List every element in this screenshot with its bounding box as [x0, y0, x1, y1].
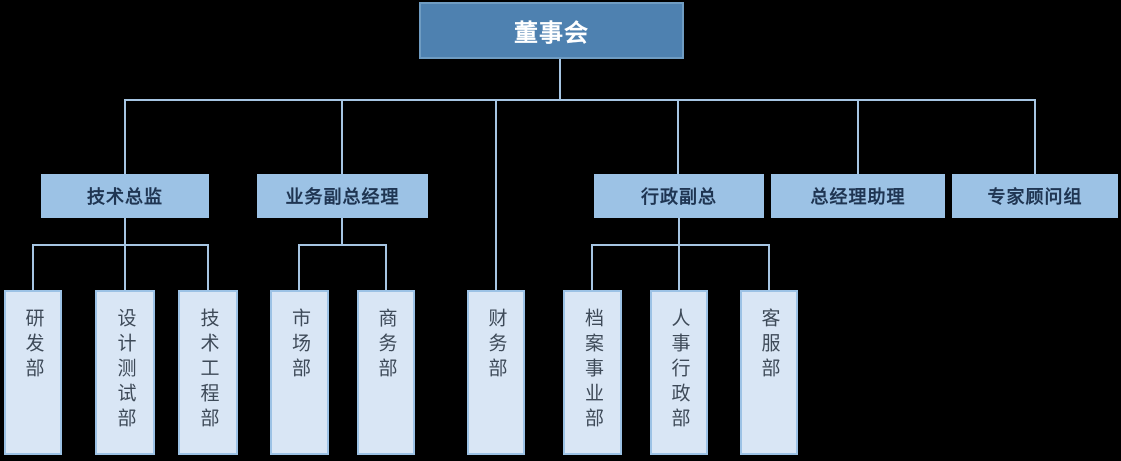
org-node-hr-admin-dept: 人事行政部: [650, 290, 708, 455]
org-node-gm-assistant: 总经理助理: [771, 174, 945, 218]
org-node-label: 市场部: [289, 308, 310, 383]
connector-line: [124, 100, 126, 174]
connector-line: [678, 218, 680, 290]
org-node-label: 财务部: [485, 308, 507, 383]
connector-line: [559, 59, 561, 100]
connector-line: [768, 245, 770, 290]
org-node-commerce-dept: 商务部: [357, 290, 415, 455]
org-node-design-test-dept: 设计测试部: [95, 290, 155, 455]
connector-line: [124, 218, 126, 290]
org-node-finance-dept: 财务部: [467, 290, 525, 455]
org-node-expert-advisors: 专家顾问组: [952, 174, 1118, 218]
connector-line: [385, 245, 387, 290]
connector-line: [32, 245, 34, 290]
connector-line: [857, 100, 859, 174]
connector-line: [298, 245, 300, 290]
org-node-label: 行政副总: [641, 187, 717, 207]
org-node-label: 商务部: [375, 308, 397, 383]
connector-line: [341, 218, 343, 246]
org-node-label: 技术工程部: [197, 308, 219, 433]
connector-line: [124, 99, 1036, 101]
org-node-label: 人事行政部: [668, 308, 690, 433]
org-node-label: 档案事业部: [582, 308, 603, 433]
connector-line: [495, 100, 497, 290]
org-node-label: 客服部: [758, 308, 780, 383]
org-node-label: 业务副总经理: [285, 187, 400, 207]
org-node-label: 总经理助理: [810, 187, 906, 207]
org-node-label: 董事会: [514, 20, 589, 47]
connector-line: [677, 100, 679, 174]
org-node-board: 董事会: [419, 2, 684, 59]
org-node-marketing-dept: 市场部: [270, 290, 329, 455]
org-node-tech-engineering-dept: 技术工程部: [178, 290, 238, 455]
connector-line: [591, 245, 593, 290]
org-node-tech-director: 技术总监: [41, 174, 209, 218]
org-node-archives-dept: 档案事业部: [563, 290, 622, 455]
connector-line: [207, 245, 209, 290]
org-node-label: 技术总监: [87, 187, 163, 207]
org-node-customer-service-dept: 客服部: [740, 290, 798, 455]
connector-line: [32, 244, 209, 246]
org-node-rnd-dept: 研发部: [4, 290, 62, 455]
org-node-label: 设计测试部: [114, 308, 136, 433]
org-node-label: 专家顾问组: [987, 187, 1083, 207]
connector-line: [341, 100, 343, 174]
org-node-label: 研发部: [22, 308, 44, 383]
connector-line: [591, 244, 770, 246]
org-node-admin-deputy: 行政副总: [594, 174, 764, 218]
connector-line: [298, 244, 387, 246]
connector-line: [1034, 100, 1036, 174]
org-node-business-deputy-gm: 业务副总经理: [257, 174, 428, 218]
